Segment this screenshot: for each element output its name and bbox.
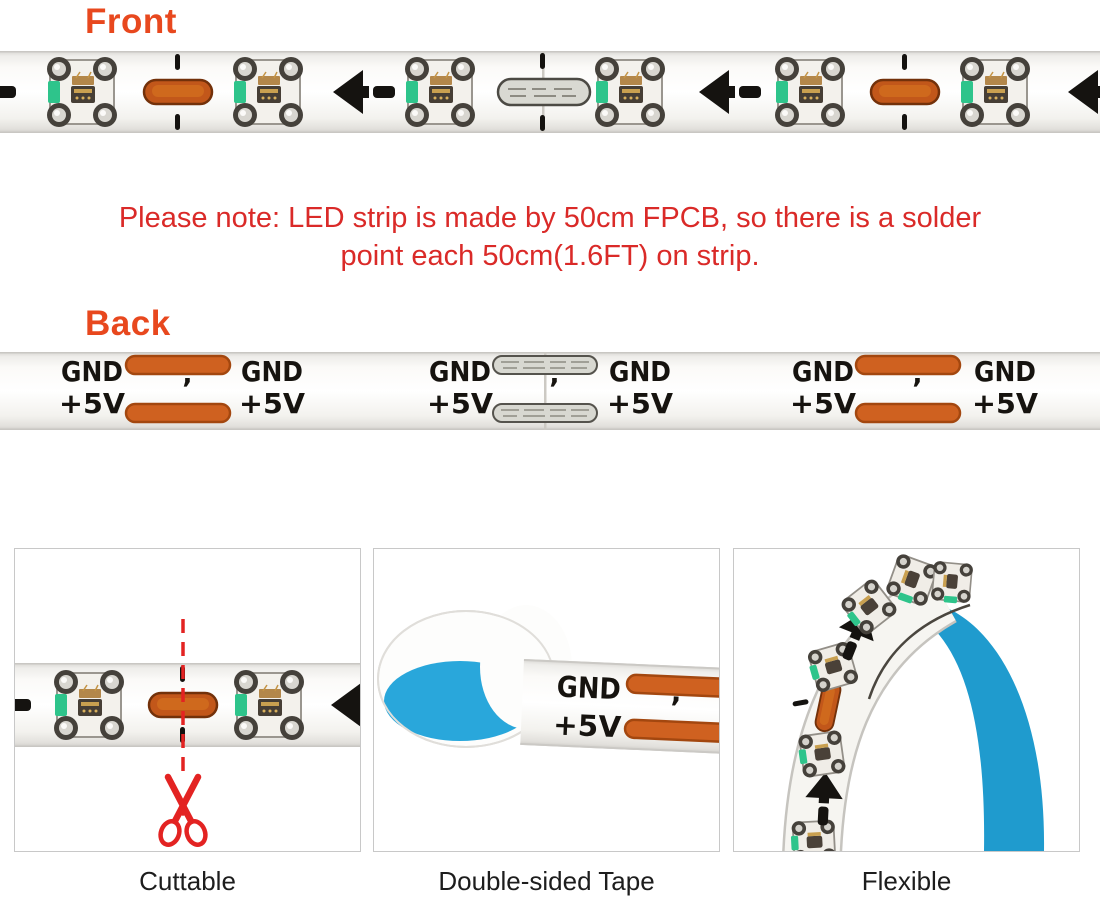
cut-pad <box>142 78 214 106</box>
led-chip <box>929 559 975 606</box>
solder-pad <box>492 403 598 423</box>
cut-pad <box>869 78 941 106</box>
feature-box-cuttable <box>14 548 361 852</box>
led-chip <box>774 56 846 128</box>
front-heading: Front <box>85 2 177 41</box>
pad-tick: ’ <box>549 372 560 405</box>
led-chip <box>789 818 838 851</box>
blue-ribbon <box>902 601 1045 851</box>
gnd-label: GND <box>609 355 671 388</box>
led-chip <box>46 56 118 128</box>
caption-flexible: Flexible <box>861 866 952 896</box>
plus5v-label: +5V <box>427 387 493 420</box>
pad-tick: ’ <box>912 372 923 405</box>
copper-pad <box>854 402 962 424</box>
gnd-label: GND <box>429 355 491 388</box>
plus5v-label: +5V <box>972 387 1038 420</box>
plus5v-label: +5V <box>239 387 305 420</box>
cut-mark <box>540 53 545 69</box>
feature-box-tape: GND +5V ’ <box>373 548 720 852</box>
gnd-label: GND <box>556 669 621 706</box>
flexible-strip-photo <box>782 551 1045 851</box>
plus5v-label: +5V <box>552 707 622 744</box>
solder-seam <box>544 352 547 430</box>
caption-tape: Double-sided Tape <box>438 866 655 896</box>
plus5v-label: +5V <box>790 387 856 420</box>
led-chip <box>795 728 848 780</box>
cut-mark <box>175 114 180 130</box>
gnd-label: GND <box>792 355 854 388</box>
back-heading: Back <box>85 304 171 343</box>
cut-mark <box>792 699 809 707</box>
pad-tick: ’ <box>182 372 193 405</box>
solder-joint <box>496 77 592 107</box>
back-strip-photo: GND +5V ’ GND +5V GND +5V ’ GND +5V GND … <box>0 352 1100 430</box>
copper-pad <box>854 354 962 376</box>
copper-pad <box>124 402 232 424</box>
gnd-label: GND <box>241 355 303 388</box>
tape-photo: GND +5V ’ <box>377 605 719 755</box>
gnd-label: GND <box>61 355 123 388</box>
note-line-1: Please note: LED strip is made by 50cm F… <box>118 202 982 234</box>
plus5v-label: +5V <box>59 387 125 420</box>
led-chip <box>233 669 305 741</box>
plus5v-label: +5V <box>607 387 673 420</box>
led-chip <box>232 56 304 128</box>
pad-tick: ’ <box>669 690 682 724</box>
cut-mark <box>902 114 907 130</box>
led-chip <box>53 669 125 741</box>
solder-pad <box>492 355 598 375</box>
scissors-icon <box>158 773 208 847</box>
cuttable-strip-photo <box>15 619 360 847</box>
caption-cuttable: Cuttable <box>139 866 236 896</box>
note-line-2: point each 50cm(1.6FT) on strip. <box>340 240 760 272</box>
strip-side-edge <box>867 603 971 700</box>
front-strip-photo <box>0 51 1100 133</box>
cut-mark <box>175 54 180 70</box>
copper-pad <box>124 354 232 376</box>
led-chip <box>594 56 666 128</box>
strip-face <box>784 572 957 851</box>
cut-mark <box>540 115 545 131</box>
gnd-label: GND <box>974 355 1036 388</box>
tape-strip-photo: GND +5V ’ <box>520 659 719 755</box>
led-chip <box>404 56 476 128</box>
cut-mark <box>902 54 907 70</box>
feature-box-flexible <box>733 548 1080 852</box>
led-chip <box>959 56 1031 128</box>
note-text: Please note: LED strip is made by 50cm F… <box>0 199 1100 275</box>
